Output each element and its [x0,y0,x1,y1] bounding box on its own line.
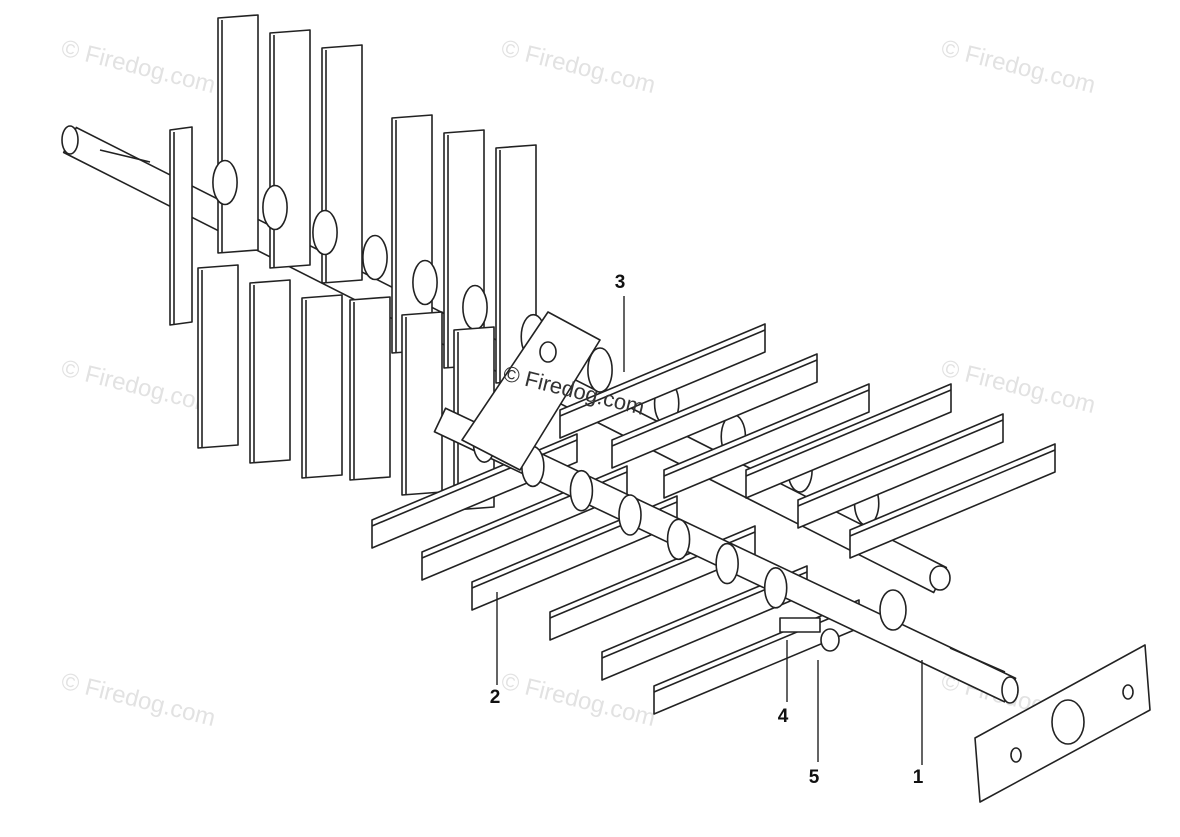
watermark: © Firedog.com [939,35,1099,99]
rear-tine-plate-edge [797,419,1004,507]
lower-tine-plate [249,279,291,464]
center-bracket [461,311,601,471]
watermark: © Firedog.com [499,35,659,99]
shaft-collar [879,589,907,631]
rear-tine-plate [745,383,952,499]
upper-spacer-ring [212,159,238,206]
callout-labels: 1 2 3 4 5 [490,272,924,788]
lower-spacer-ring [666,518,691,561]
lower-spacer-ring [569,469,594,512]
end-plate-bolt-hole [1010,747,1022,763]
callout-leader-lines [496,296,923,765]
callout-4: 4 [778,706,789,727]
pin-4 [779,617,821,633]
watermark: © Firedog.com [59,668,219,732]
keyway-right [949,647,1006,673]
rear-tine-plate-edge [559,329,766,417]
watermark: © Firedog.com [939,355,1099,419]
front-tine-plate-edge [653,605,860,693]
shaft-end-right [1001,676,1019,704]
lower-spacer-ring [715,542,739,585]
end-plate-center-hole [1051,699,1085,745]
nut-5 [820,628,840,652]
rear-tine-plate [611,353,818,469]
callout-5: 5 [809,767,820,788]
upper-spacer-ring [412,259,438,306]
rear-tine-plate [559,323,766,439]
rear-tine-plate-edge [663,389,870,477]
lower-spacer-ring [618,494,642,536]
upper-spacer-ring [262,184,288,231]
callout-2: 2 [490,687,501,708]
side-bracket-plate-left [169,126,193,326]
upper-spacer-ring [312,209,338,256]
bolt-head [929,565,951,591]
upper-spacer-ring [587,347,613,393]
keyway-left [99,149,151,163]
rear-tine-plate [663,383,870,499]
center-bracket-hole [539,341,557,363]
lower-tine-plate [401,311,443,496]
assembly-drawing [61,14,1151,803]
rear-tine-plate-edge [849,449,1056,537]
shaft-end-left [61,125,79,155]
lower-tine-plate [301,294,343,479]
rear-tine-plate-edge [745,389,952,477]
lower-spacer-ring [763,567,788,609]
upper-spacer-ring [362,234,388,281]
watermark: © Firedog.com [59,35,219,99]
end-plate-bolt-hole [1122,684,1134,700]
callout-1: 1 [913,767,924,788]
upper-spacer-ring [462,284,488,331]
watermark: © Firedog.com [59,355,219,419]
lower-tine-plate [197,264,239,449]
rear-tine-plate [797,413,1004,529]
watermark: © Firedog.com [499,668,659,732]
rear-tine-plate [849,443,1056,559]
lower-tine-plate [349,296,391,481]
upper-tine-plate [217,14,259,254]
upper-tine-plate [269,29,311,269]
lower-tine-plate [453,326,495,511]
callout-3: 3 [615,272,626,293]
rear-tine-plate-edge [611,359,818,447]
